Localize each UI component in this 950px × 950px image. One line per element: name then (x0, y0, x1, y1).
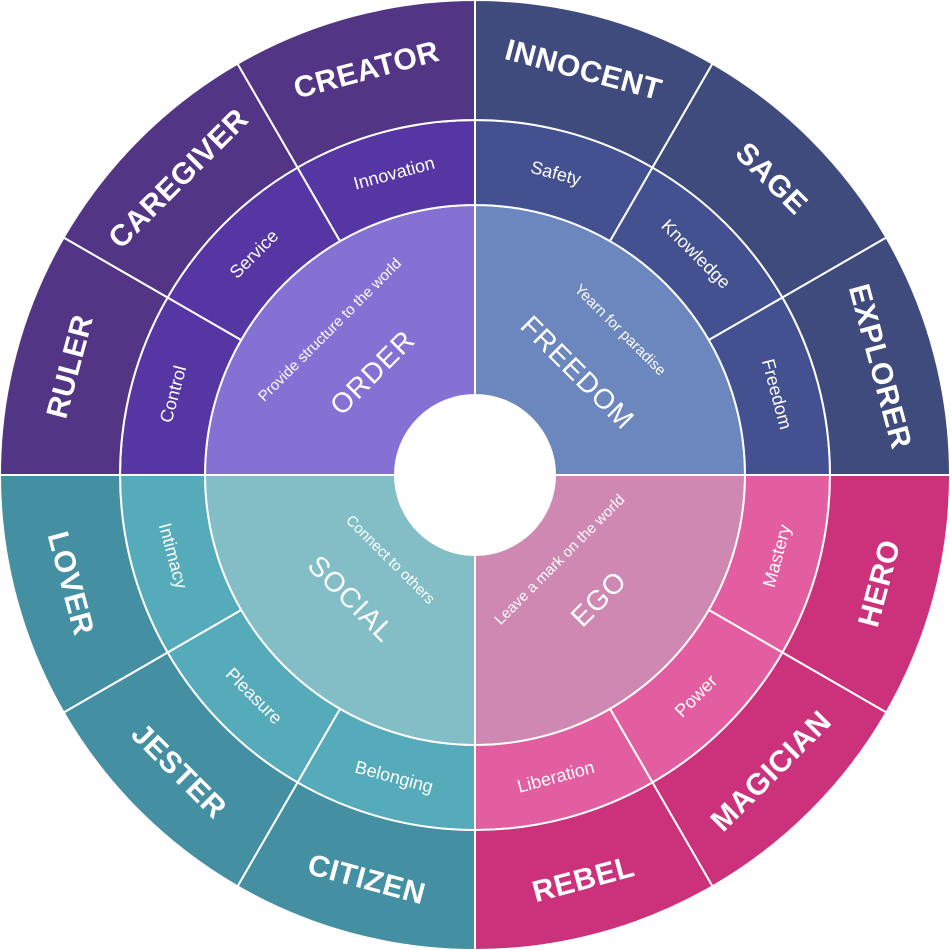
archetype-creator-segment (236, 0, 476, 169)
archetype-lover-segment (0, 474, 169, 714)
archetype-rebel-segment (474, 781, 714, 950)
archetype-explorer-segment (781, 236, 950, 476)
center-hole (395, 395, 555, 555)
